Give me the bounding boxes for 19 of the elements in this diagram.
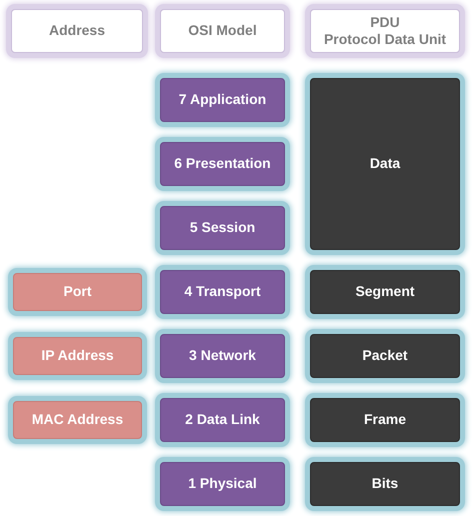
address-label: MAC Address: [32, 411, 124, 429]
pdu-label: Data: [370, 155, 400, 173]
address-label: Port: [64, 283, 92, 301]
column-header-label: Protocol Data Unit: [324, 31, 446, 48]
column-header-label: PDU: [370, 14, 400, 31]
layer-label: 1 Physical: [188, 475, 257, 493]
column-header-label: Address: [48, 22, 106, 40]
layer-label: 2 Data Link: [185, 411, 260, 429]
pdu-label: Bits: [372, 475, 398, 493]
address-label: IP Address: [41, 347, 114, 365]
layer-label: 4 Transport: [184, 283, 261, 301]
pdu-label: Frame: [364, 411, 406, 429]
layer-label: 5 Session: [190, 219, 256, 237]
layer-label: 7 Application: [178, 91, 266, 109]
pdu-label: Packet: [362, 347, 408, 365]
layer-label: 3 Network: [189, 347, 256, 365]
layer-label: 6 Presentation: [174, 155, 271, 173]
pdu-label: Segment: [355, 283, 415, 301]
column-header-label: OSI Model: [188, 22, 257, 40]
